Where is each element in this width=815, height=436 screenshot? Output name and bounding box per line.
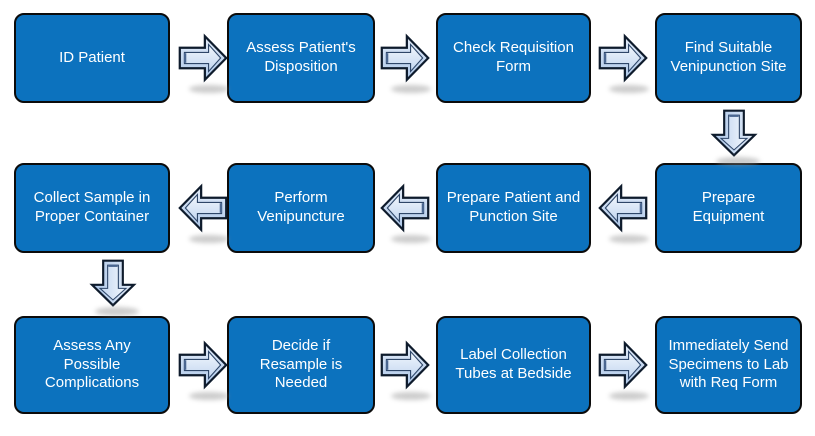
arrow-shadow xyxy=(716,157,760,166)
arrow-shadow xyxy=(189,85,229,93)
flow-step-collect-sample-in-proper-container: Collect Sample in Proper Container xyxy=(14,163,170,253)
flow-step-immediately-send-specimens-to-lab: Immediately Send Specimens to Lab with R… xyxy=(655,316,802,414)
block-arrow-glyph xyxy=(711,109,757,157)
block-arrow-glyph xyxy=(598,341,648,389)
arrow-shadow xyxy=(391,85,431,93)
arrow-down-icon xyxy=(706,108,762,166)
block-arrow-glyph xyxy=(380,34,430,82)
flow-step-prepare-equipment: Prepare Equipment xyxy=(655,163,802,253)
arrow-left-icon xyxy=(379,180,431,243)
flow-step-assess-any-possible-complications: Assess Any Possible Complications xyxy=(14,316,170,414)
arrow-right-icon xyxy=(379,337,431,400)
arrow-left-icon xyxy=(177,180,229,243)
flow-step-check-requisition-form: Check Requisition Form xyxy=(436,13,591,103)
flow-step-prepare-patient-and-punction-site: Prepare Patient and Punction Site xyxy=(436,163,591,253)
flow-step-label-collection-tubes-at-bedside: Label Collection Tubes at Bedside xyxy=(436,316,591,414)
arrow-shadow xyxy=(391,235,431,243)
block-arrow-glyph xyxy=(380,184,430,232)
arrow-right-icon xyxy=(177,30,229,93)
arrow-down-icon xyxy=(85,258,141,316)
arrow-shadow xyxy=(609,85,649,93)
arrow-right-icon xyxy=(597,337,649,400)
arrow-shadow xyxy=(609,392,649,400)
block-arrow-glyph xyxy=(90,259,136,307)
flow-step-assess-patients-disposition: Assess Patient's Disposition xyxy=(227,13,375,103)
arrow-right-icon xyxy=(597,30,649,93)
arrow-shadow xyxy=(391,392,431,400)
block-arrow-glyph xyxy=(598,184,648,232)
flow-step-decide-if-resample-is-needed: Decide if Resample is Needed xyxy=(227,316,375,414)
block-arrow-glyph xyxy=(178,341,228,389)
arrow-shadow xyxy=(189,235,229,243)
flow-step-find-suitable-venipunction-site: Find Suitable Venipunction Site xyxy=(655,13,802,103)
arrow-shadow xyxy=(189,392,229,400)
flow-step-perform-venipuncture: Perform Venipuncture xyxy=(227,163,375,253)
arrow-right-icon xyxy=(379,30,431,93)
arrow-shadow xyxy=(95,307,139,316)
arrow-left-icon xyxy=(597,180,649,243)
block-arrow-glyph xyxy=(598,34,648,82)
block-arrow-glyph xyxy=(178,184,228,232)
arrow-shadow xyxy=(609,235,649,243)
block-arrow-glyph xyxy=(380,341,430,389)
flow-step-id-patient: ID Patient xyxy=(14,13,170,103)
arrow-right-icon xyxy=(177,337,229,400)
block-arrow-glyph xyxy=(178,34,228,82)
